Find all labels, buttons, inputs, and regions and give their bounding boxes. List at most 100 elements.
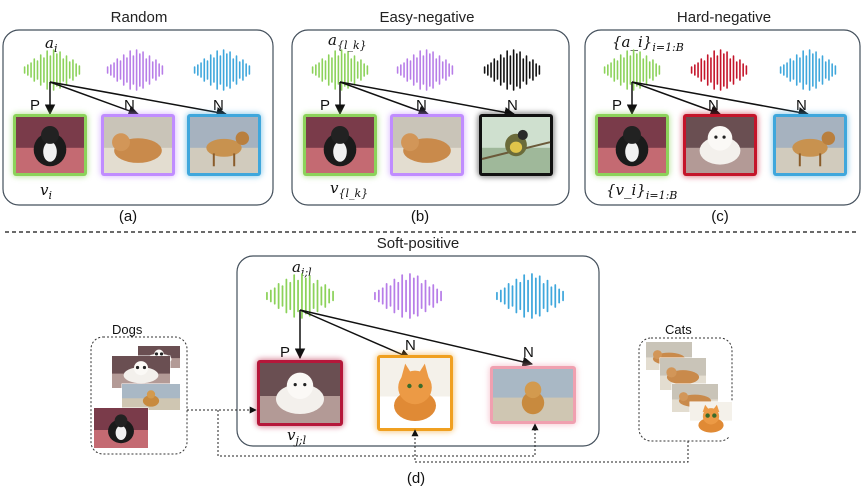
panel-caption: (d) bbox=[407, 470, 425, 487]
video-frame-positive bbox=[302, 113, 378, 177]
audio-waveform bbox=[779, 49, 837, 91]
panel-caption: (b) bbox=[411, 208, 429, 225]
video-frame-positive bbox=[256, 359, 344, 427]
audio-waveform bbox=[311, 49, 369, 91]
dog-chest bbox=[115, 425, 127, 440]
cat-head bbox=[679, 392, 688, 402]
negative-label: N bbox=[523, 344, 534, 361]
panel-hard-negative: Hard-negative {a_i}i=1:B P N N {v_i}i=1:… bbox=[584, 9, 861, 225]
dog-eye bbox=[135, 365, 140, 370]
panel-title: Easy-negative bbox=[379, 9, 474, 26]
anchor-audio-label: a{l_k} bbox=[328, 31, 367, 52]
dogs-group: Dogs bbox=[90, 322, 188, 455]
audio-waveform bbox=[374, 273, 442, 319]
panel-border bbox=[584, 29, 861, 206]
cat-head bbox=[398, 370, 432, 405]
panel-border bbox=[236, 255, 600, 447]
dog-eye bbox=[722, 135, 726, 139]
panel-easy-negative: Easy-negative a{l_k} P N N v{l_k} (b) bbox=[291, 9, 570, 225]
dog-head bbox=[821, 131, 836, 145]
video-frame-negative bbox=[478, 113, 554, 177]
dog-body bbox=[206, 138, 242, 157]
dog-eye bbox=[154, 352, 159, 356]
panel-title: Random bbox=[111, 9, 168, 26]
audio-waveform bbox=[483, 49, 541, 91]
dogs-group-border bbox=[90, 336, 188, 455]
anchor-audio-label: ai bbox=[45, 34, 57, 55]
anchor-audio-label: {a_i}i=1:B bbox=[612, 33, 684, 54]
video-frame-positive bbox=[12, 113, 88, 177]
dog-body bbox=[276, 384, 324, 414]
puppy-body bbox=[142, 395, 160, 407]
negative-arrow bbox=[339, 81, 429, 116]
panel-caption: (c) bbox=[711, 208, 729, 225]
negative-label: N bbox=[405, 337, 416, 354]
cat-eye bbox=[418, 383, 423, 389]
negative-label: N bbox=[416, 97, 427, 114]
dog-eye bbox=[303, 383, 307, 387]
dog-head bbox=[133, 361, 149, 376]
dog-chest bbox=[333, 141, 347, 162]
negative-label: N bbox=[213, 97, 224, 114]
panel-title: Soft-positive bbox=[377, 235, 460, 252]
negative-arrow bbox=[299, 309, 411, 360]
cat-ear bbox=[712, 404, 720, 413]
dogs-group-label: Dogs bbox=[112, 322, 143, 337]
positive-label: P bbox=[612, 97, 622, 114]
audio-waveform bbox=[603, 49, 661, 91]
cats-group: Cats bbox=[638, 322, 733, 442]
dog-thumbnail bbox=[121, 383, 181, 411]
audio-waveform bbox=[396, 49, 454, 91]
negative-label: N bbox=[124, 97, 135, 114]
panel-border bbox=[291, 29, 570, 206]
panel-soft-positive: Soft-positive ai;l P N N vj;l (d) bbox=[236, 235, 600, 487]
dog-head bbox=[114, 414, 128, 428]
negative-label: N bbox=[708, 97, 719, 114]
cats-group-label: Cats bbox=[665, 322, 692, 337]
cats-to-negative-connector bbox=[411, 429, 689, 463]
video-frame-negative bbox=[186, 113, 262, 177]
video-label: vi bbox=[40, 181, 52, 202]
dog-chest bbox=[43, 141, 57, 162]
dog-head bbox=[623, 125, 641, 144]
dog-head bbox=[707, 125, 733, 151]
video-frame-negative bbox=[772, 113, 848, 177]
positive-label: P bbox=[30, 97, 40, 114]
panel-caption: (a) bbox=[119, 208, 137, 225]
dog-thumbnail bbox=[111, 355, 171, 389]
dog-head bbox=[286, 372, 314, 399]
audio-waveform bbox=[266, 273, 334, 319]
positive-label: P bbox=[280, 344, 290, 361]
cats-group-border bbox=[638, 337, 733, 442]
cat-head bbox=[112, 133, 130, 152]
cat-eye bbox=[407, 383, 412, 389]
video-frame-negative bbox=[489, 365, 577, 425]
video-label: {v_i}i=1:B bbox=[606, 181, 677, 202]
dog-body bbox=[123, 367, 159, 384]
cat-eye bbox=[712, 413, 717, 418]
negative-label: N bbox=[507, 97, 518, 114]
bird-head bbox=[517, 129, 528, 140]
anchor-audio-label: ai;l bbox=[292, 258, 312, 279]
panel-border bbox=[2, 29, 274, 206]
cat-ear bbox=[417, 363, 429, 379]
group-connectors bbox=[187, 406, 689, 463]
audio-waveform bbox=[23, 49, 81, 91]
video-frame-positive bbox=[594, 113, 670, 177]
negative-arrow bbox=[49, 81, 228, 118]
video-label: v{l_k} bbox=[330, 179, 368, 200]
dogs-to-negative-connector bbox=[217, 410, 539, 457]
dog-head bbox=[331, 125, 349, 144]
puppy-head bbox=[146, 390, 156, 399]
dog-eye bbox=[293, 383, 297, 387]
cat-ear bbox=[401, 363, 413, 379]
puppy-body bbox=[521, 391, 545, 415]
video-frame-negative bbox=[376, 354, 454, 432]
cat-eye bbox=[705, 413, 710, 418]
dog-eye bbox=[142, 365, 147, 370]
audio-waveform bbox=[496, 273, 564, 319]
puppy-head bbox=[524, 381, 542, 399]
video-frame-negative bbox=[100, 113, 176, 177]
positive-label: P bbox=[320, 97, 330, 114]
cat-head bbox=[401, 133, 419, 152]
